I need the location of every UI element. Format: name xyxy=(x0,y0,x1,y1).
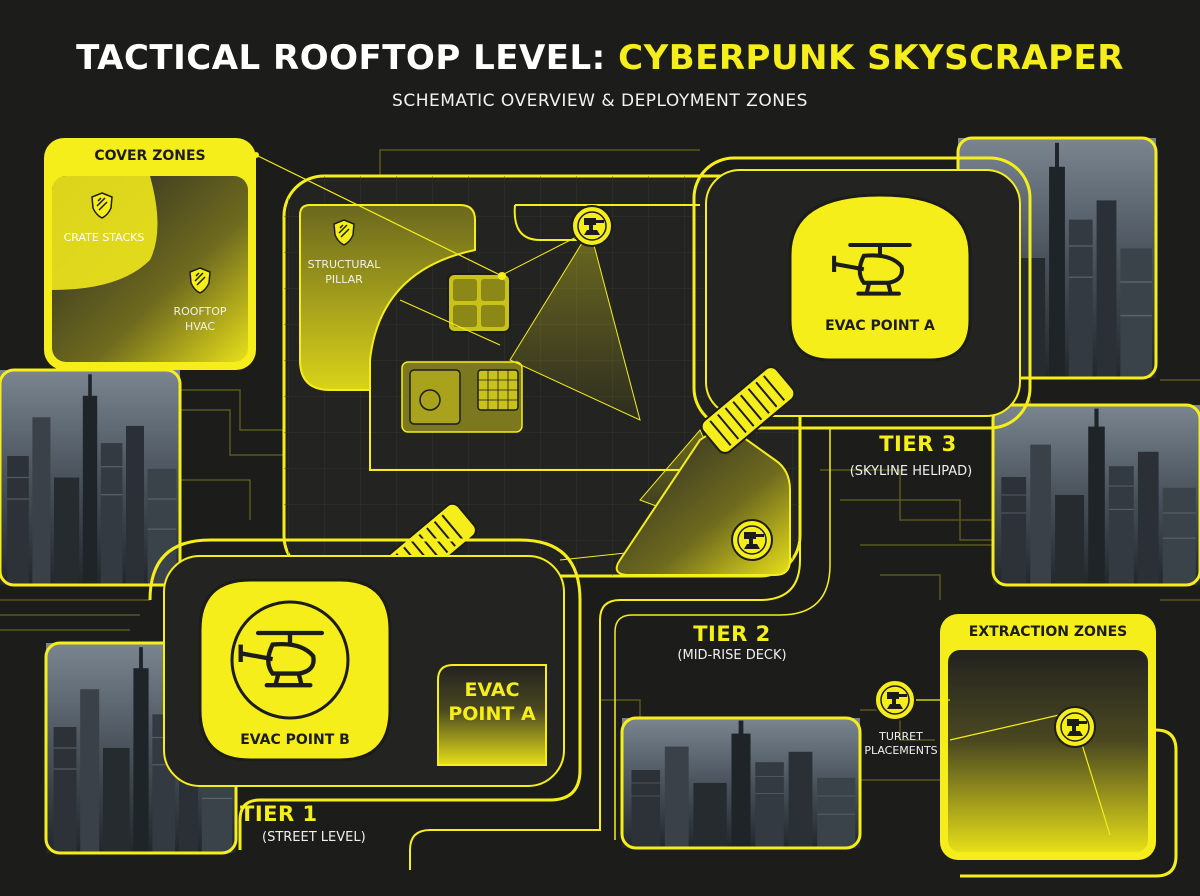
page-title: TACTICAL ROOFTOP LEVEL: CYBERPUNK SKYSCR… xyxy=(0,38,1200,78)
tier3-outer xyxy=(692,156,1032,430)
cover-zones-heading: COVER ZONES xyxy=(94,148,206,164)
turret-icon xyxy=(731,519,773,561)
evac-side-label-2: POINT A xyxy=(448,703,536,725)
page-subtitle: SCHEMATIC OVERVIEW & DEPLOYMENT ZONES xyxy=(392,91,808,111)
hvac-units xyxy=(401,361,523,433)
evac-point-a-label: EVAC POINT A xyxy=(825,318,935,334)
tier1-title: TIER 1 xyxy=(240,802,318,826)
evac-pad-b xyxy=(198,578,392,762)
tier2-title: TIER 2 xyxy=(693,622,771,646)
turret-cone-top xyxy=(509,228,641,421)
tier1-outer xyxy=(148,538,582,850)
turret-icon xyxy=(1054,706,1096,748)
title-main: TACTICAL ROOFTOP LEVEL: xyxy=(76,38,606,78)
city-image-left xyxy=(0,369,181,586)
city-image-bottom-center xyxy=(621,717,861,849)
structural-pillar-zone xyxy=(299,204,476,391)
structural-pillar-label-2: PILLAR xyxy=(325,273,363,286)
evac-side-label-1: EVAC xyxy=(464,679,520,701)
evac-side-zone xyxy=(437,664,547,766)
structural-pillar-label-1: STRUCTURAL xyxy=(307,258,381,271)
bridge-connector-top xyxy=(700,366,796,454)
evac-pad-a xyxy=(788,193,972,362)
rooftop-hvac-label-2: HVAC xyxy=(184,320,216,333)
title-highlight: CYBERPUNK SKYSCRAPER xyxy=(618,38,1124,78)
evac-point-b-label: EVAC POINT B xyxy=(240,732,350,748)
extraction-zones-heading: EXTRACTION ZONES xyxy=(968,624,1128,640)
turret-icon xyxy=(571,205,613,247)
crate-stack xyxy=(447,273,511,333)
turret-placements-label-1: TURRET xyxy=(879,730,923,743)
tier3-title: TIER 3 xyxy=(879,432,957,456)
crate-stacks-label: CRATE STACKS xyxy=(63,231,145,244)
city-image-mid-right xyxy=(992,404,1200,586)
tier3-subtitle: (SKYLINE HELIPAD) xyxy=(849,464,973,479)
turret-placements-label-2: PLACEMENTS xyxy=(864,744,938,757)
turret-icon xyxy=(874,679,916,721)
tier1-subtitle: (STREET LEVEL) xyxy=(262,830,366,845)
tier2-subtitle: (MID-RISE DECK) xyxy=(677,648,787,663)
rooftop-hvac-label-1: ROOFTOP xyxy=(173,305,227,318)
